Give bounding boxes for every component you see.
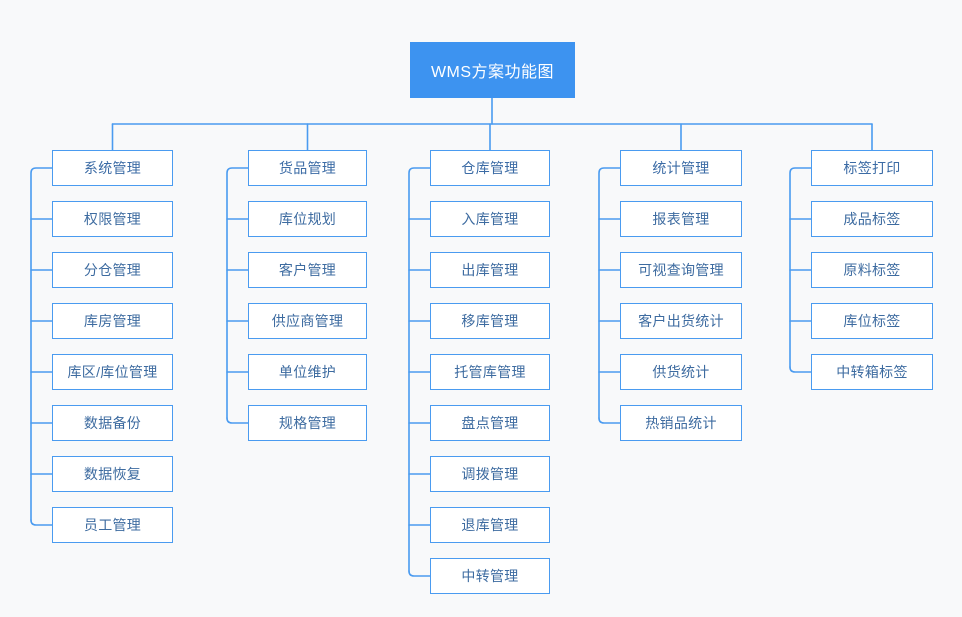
branch-child-4-3[interactable]: 中转箱标签	[811, 354, 933, 390]
connector	[30, 167, 53, 521]
branch-child-3-4[interactable]: 热销品统计	[620, 405, 742, 441]
branch-child-1-4[interactable]: 规格管理	[248, 405, 367, 441]
branch-child-0-4[interactable]: 数据备份	[52, 405, 173, 441]
branch-child-2-6[interactable]: 退库管理	[430, 507, 550, 543]
branch-child-4-2[interactable]: 库位标签	[811, 303, 933, 339]
branch-child-1-2[interactable]: 供应商管理	[248, 303, 367, 339]
branch-child-0-1[interactable]: 分仓管理	[52, 252, 173, 288]
branch-child-0-3[interactable]: 库区/库位管理	[52, 354, 173, 390]
branch-child-0-6[interactable]: 员工管理	[52, 507, 173, 543]
branch-child-2-1[interactable]: 出库管理	[430, 252, 550, 288]
connector	[30, 519, 53, 526]
connector	[408, 167, 431, 572]
branch-head-1[interactable]: 货品管理	[248, 150, 367, 186]
branch-head-0[interactable]: 系统管理	[52, 150, 173, 186]
connector	[408, 570, 431, 577]
branch-child-2-0[interactable]: 入库管理	[430, 201, 550, 237]
connector	[226, 417, 249, 424]
branch-child-1-1[interactable]: 客户管理	[248, 252, 367, 288]
branch-head-3[interactable]: 统计管理	[620, 150, 742, 186]
branch-child-3-3[interactable]: 供货统计	[620, 354, 742, 390]
connector	[789, 366, 812, 373]
branch-child-0-2[interactable]: 库房管理	[52, 303, 173, 339]
branch-child-3-0[interactable]: 报表管理	[620, 201, 742, 237]
branch-head-2[interactable]: 仓库管理	[430, 150, 550, 186]
branch-child-4-1[interactable]: 原料标签	[811, 252, 933, 288]
branch-head-4[interactable]: 标签打印	[811, 150, 933, 186]
connector	[226, 167, 249, 419]
connector	[789, 167, 812, 368]
branch-child-3-2[interactable]: 客户出货统计	[620, 303, 742, 339]
connector	[598, 167, 621, 419]
branch-child-2-7[interactable]: 中转管理	[430, 558, 550, 594]
branch-child-2-5[interactable]: 调拨管理	[430, 456, 550, 492]
branch-child-1-0[interactable]: 库位规划	[248, 201, 367, 237]
branch-child-1-3[interactable]: 单位维护	[248, 354, 367, 390]
branch-child-2-2[interactable]: 移库管理	[430, 303, 550, 339]
branch-child-0-5[interactable]: 数据恢复	[52, 456, 173, 492]
branch-child-3-1[interactable]: 可视查询管理	[620, 252, 742, 288]
root-node-title[interactable]: WMS方案功能图	[410, 42, 575, 98]
branch-child-4-0[interactable]: 成品标签	[811, 201, 933, 237]
branch-child-2-4[interactable]: 盘点管理	[430, 405, 550, 441]
branch-child-0-0[interactable]: 权限管理	[52, 201, 173, 237]
connector	[598, 417, 621, 424]
branch-child-2-3[interactable]: 托管库管理	[430, 354, 550, 390]
